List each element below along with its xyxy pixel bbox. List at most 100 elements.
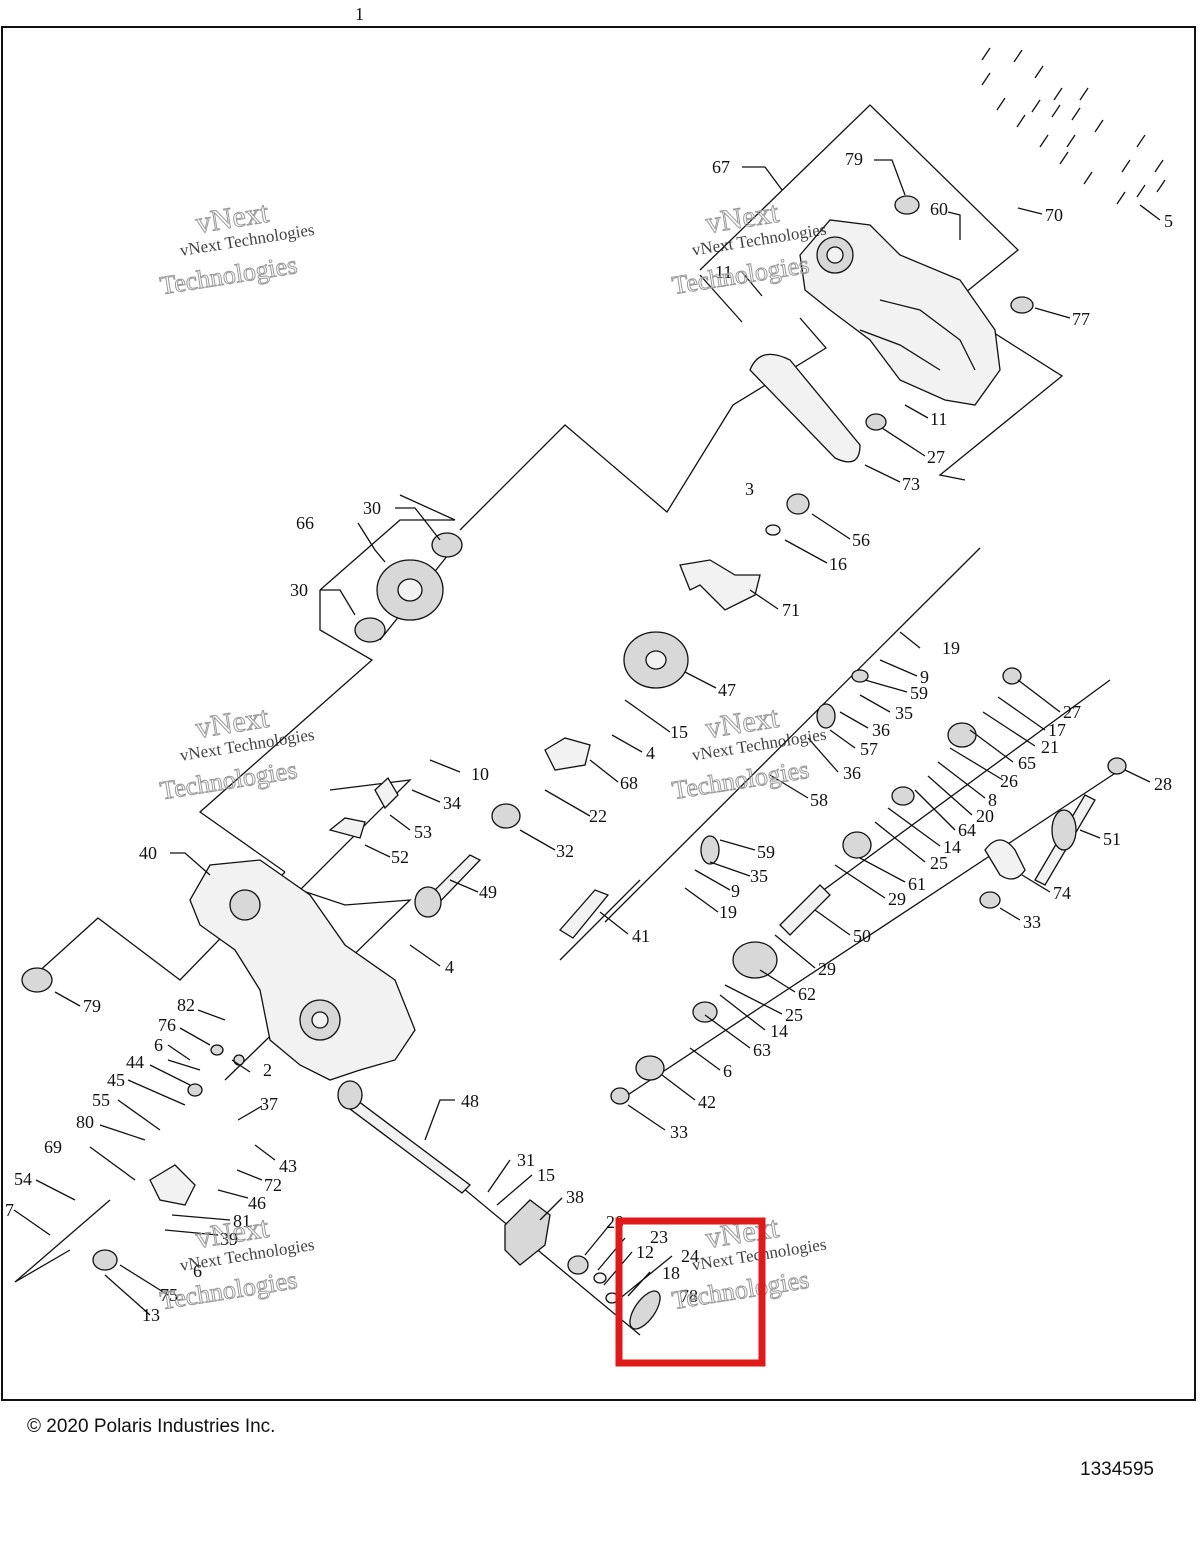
callout-14a: 14 [943, 837, 961, 857]
callout-54: 54 [14, 1169, 32, 1189]
callout-32: 32 [556, 841, 574, 861]
callout-65: 65 [1018, 753, 1036, 773]
callout-75: 75 [160, 1285, 178, 1305]
callout-19a: 19 [942, 638, 960, 658]
callout-21: 21 [1041, 737, 1059, 757]
callout-13: 13 [142, 1305, 160, 1325]
document-number: 1334595 [1080, 1459, 1154, 1480]
svg-text:Technologies: Technologies [158, 250, 299, 300]
callout-72: 72 [264, 1175, 282, 1195]
callout-66: 66 [296, 513, 314, 533]
callout-30a: 30 [363, 498, 381, 518]
callout-58: 58 [810, 790, 828, 810]
highlight-box [615, 1217, 766, 1367]
callout-34: 34 [443, 793, 461, 813]
callout-64: 64 [958, 820, 976, 840]
callout-62: 62 [798, 984, 816, 1004]
callout-35b: 35 [750, 866, 768, 886]
callout-26: 26 [1000, 771, 1018, 791]
callout-79: 79 [845, 149, 863, 169]
callout-51: 51 [1103, 829, 1121, 849]
callout-56: 56 [852, 530, 870, 550]
callout-11b: 11 [930, 409, 947, 429]
callout-27b: 27 [1063, 702, 1081, 722]
callout-36a: 36 [872, 720, 890, 740]
callout-25a: 25 [930, 853, 948, 873]
callout-15a: 15 [670, 722, 688, 742]
callout-60: 60 [930, 199, 948, 219]
callout-4a: 4 [646, 743, 655, 763]
callout-68: 68 [620, 773, 638, 793]
assembly-label: 1 [355, 4, 364, 24]
callout-8: 8 [988, 790, 997, 810]
parts [21, 47, 1166, 1330]
callout-16: 16 [829, 554, 847, 574]
callout-3: 3 [745, 479, 754, 499]
callout-38: 38 [566, 1187, 584, 1207]
callout-37: 37 [260, 1094, 278, 1114]
callout-47: 47 [718, 680, 736, 700]
callout-73: 73 [902, 474, 920, 494]
callout-27a: 27 [927, 447, 945, 467]
callout-77: 77 [1072, 309, 1090, 329]
callout-39: 39 [220, 1229, 238, 1249]
watermark-mid-right: vNext vNext Technologies Technologies [670, 700, 828, 805]
callout-33b: 33 [670, 1122, 688, 1142]
callout-42: 42 [698, 1092, 716, 1112]
callout-31: 31 [517, 1150, 535, 1170]
callout-5: 5 [1164, 211, 1173, 231]
callout-30b: 30 [290, 580, 308, 600]
callout-76: 76 [158, 1015, 176, 1035]
svg-text:Technologies: Technologies [670, 1265, 811, 1315]
callout-46: 46 [248, 1193, 266, 1213]
callout-12: 12 [636, 1242, 654, 1262]
watermark-top-left: vNext vNext Technologies Technologies [158, 195, 316, 301]
callout-63: 63 [753, 1040, 771, 1060]
callout-17: 17 [1048, 720, 1066, 740]
callout-6c: 6 [193, 1261, 202, 1281]
main-case [189, 859, 416, 1081]
callout-43: 43 [279, 1156, 297, 1176]
callout-61: 61 [908, 874, 926, 894]
callout-78: 78 [680, 1286, 698, 1306]
callout-4b: 4 [445, 957, 454, 977]
callout-67: 67 [712, 157, 730, 177]
callout-55: 55 [92, 1090, 110, 1110]
callout-20a: 20 [976, 806, 994, 826]
callout-22: 22 [589, 806, 607, 826]
callout-18: 18 [662, 1263, 680, 1283]
callout-81: 81 [233, 1211, 251, 1231]
callout-2: 2 [263, 1060, 272, 1080]
callout-59b: 59 [757, 842, 775, 862]
svg-text:Technologies: Technologies [158, 1265, 299, 1315]
watermark-mid-left: vNext vNext Technologies Technologies [158, 700, 316, 806]
callout-36b: 36 [843, 763, 861, 783]
callout-25b: 25 [785, 1005, 803, 1025]
callout-69: 69 [44, 1137, 62, 1157]
callout-9b: 9 [731, 881, 740, 901]
callout-50: 50 [853, 926, 871, 946]
callout-40: 40 [139, 843, 157, 863]
svg-text:Technologies: Technologies [670, 755, 811, 805]
callout-labels: 67 79 60 70 5 11 77 11 27 73 3 66 30 30 … [5, 149, 1173, 1325]
callout-6b: 6 [154, 1035, 163, 1055]
callout-11a: 11 [715, 262, 732, 282]
copyright-notice: © 2020 Polaris Industries Inc. [27, 1416, 276, 1437]
callout-23: 23 [650, 1227, 668, 1247]
callout-48: 48 [461, 1091, 479, 1111]
leader-lines [13, 159, 1161, 1316]
diagram-frame [1, 26, 1196, 1401]
callout-29b: 29 [818, 959, 836, 979]
callout-14b: 14 [770, 1021, 788, 1041]
callout-9a: 9 [920, 667, 929, 687]
callout-49: 49 [479, 882, 497, 902]
callout-35a: 35 [895, 703, 913, 723]
callout-6a: 6 [723, 1061, 732, 1081]
callout-19b: 19 [719, 902, 737, 922]
callout-82: 82 [177, 995, 195, 1015]
callout-7: 7 [5, 1200, 14, 1220]
callout-41: 41 [632, 926, 650, 946]
callout-80: 80 [76, 1112, 94, 1132]
watermark-bottom-left: vNext vNext Technologies Technologies [158, 1210, 316, 1316]
